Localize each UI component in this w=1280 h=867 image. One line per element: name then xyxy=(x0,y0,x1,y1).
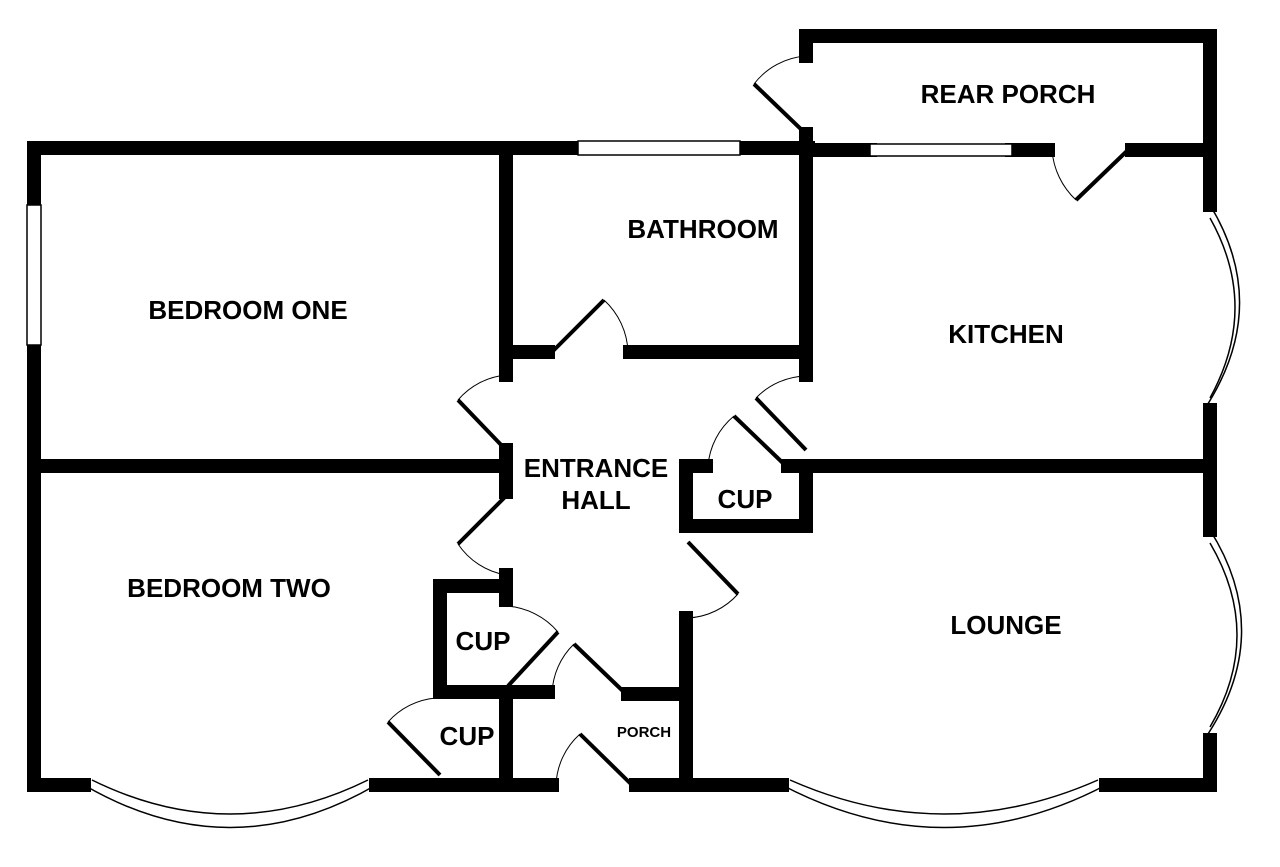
lounge-label: LOUNGE xyxy=(950,610,1061,640)
doors xyxy=(386,55,1130,787)
lower-cup-door-swing xyxy=(387,697,437,723)
kitchen-label: KITCHEN xyxy=(948,319,1064,349)
lounge-bottom-bay-inner xyxy=(789,779,1099,815)
walls xyxy=(27,29,1217,792)
upper-cup-label: CUP xyxy=(456,626,511,656)
bedroom-two-bay-inner xyxy=(91,779,369,815)
entrance-hall-label-line1: ENTRANCE xyxy=(524,453,668,483)
lounge-bay-outer xyxy=(1203,529,1243,741)
bedroom-two-label: BEDROOM TWO xyxy=(127,573,331,603)
kitchen-door-swing xyxy=(755,375,807,399)
bedroom-one-label: BEDROOM ONE xyxy=(148,295,347,325)
kitchen-cup-door-swing xyxy=(707,415,735,467)
rear-porch-label: REAR PORCH xyxy=(921,79,1096,109)
porch-inner-door-swing xyxy=(551,643,575,695)
kitchen-window xyxy=(869,143,1013,157)
porch-label: PORCH xyxy=(617,724,671,741)
bathroom-window xyxy=(577,140,741,156)
bathroom-door xyxy=(550,298,606,354)
kitchen-bay-outer xyxy=(1203,204,1241,411)
lounge-bay-inner xyxy=(1209,542,1238,728)
rear-porch-door xyxy=(752,82,808,136)
bedroom-one-door xyxy=(456,398,508,452)
bedroom-two-bay-outer xyxy=(83,784,377,829)
bedroom-two-door xyxy=(456,494,508,546)
rear-porch-door-swing xyxy=(753,55,807,85)
upper-cup-door-swing xyxy=(505,605,559,633)
bedroom-two-door-swing xyxy=(457,543,507,576)
lower-cup-label: CUP xyxy=(440,721,495,751)
front-door xyxy=(578,732,634,787)
lounge-bottom-bay-outer xyxy=(781,784,1107,829)
bathroom-door-swing xyxy=(603,299,629,353)
kitchen-rear-door xyxy=(1074,148,1130,202)
kitchen-door xyxy=(754,396,808,452)
kitchen-cup-door xyxy=(732,414,788,468)
entrance-hall-label-line2: HALL xyxy=(561,485,630,515)
lounge-door-swing xyxy=(687,593,739,619)
kitchen-bay-inner xyxy=(1209,217,1236,399)
bedroom-one-window xyxy=(26,204,42,346)
upper-cup-door xyxy=(506,630,560,688)
kitchen-rear-door-swing xyxy=(1051,149,1077,201)
bathroom-label: BATHROOM xyxy=(627,214,778,244)
room-labels: REAR PORCH BATHROOM BEDROOM ONE KITCHEN … xyxy=(127,79,1095,751)
front-door-swing xyxy=(555,733,581,786)
kitchen-cup-label: CUP xyxy=(718,484,773,514)
bedroom-one-door-swing xyxy=(457,374,507,401)
porch-inner-door xyxy=(572,642,628,696)
windows xyxy=(26,140,1243,829)
lounge-door xyxy=(686,540,740,596)
lower-cup-door xyxy=(386,720,442,777)
